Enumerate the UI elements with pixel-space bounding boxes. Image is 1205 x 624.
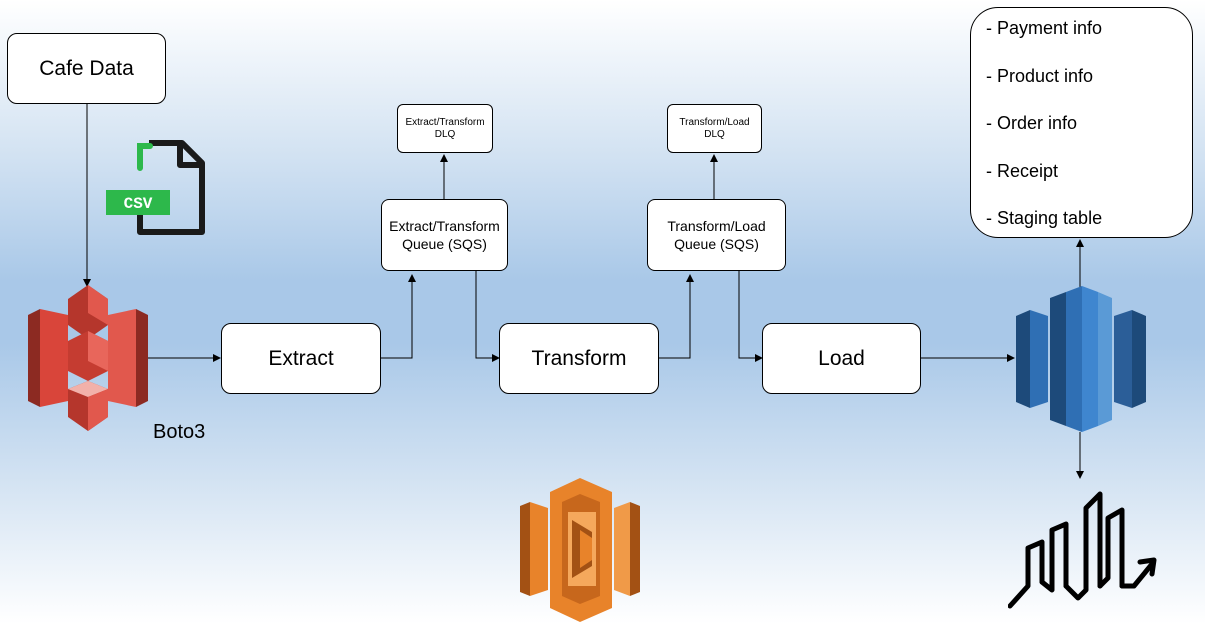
tables-list-box: - Payment info - Product info - Order in…: [970, 7, 1193, 238]
table-item-receipt: - Receipt: [986, 160, 1059, 181]
extract-transform-queue-box: Extract/Transform Queue (SQS): [381, 199, 508, 271]
extract-box: Extract: [221, 323, 381, 394]
aws-lambda-icon: [520, 478, 640, 622]
city-chart-icon: [1008, 491, 1157, 609]
table-item-product: - Product info: [986, 65, 1094, 86]
amazon-s3-icon: [28, 285, 148, 431]
transform-load-queue-box: Transform/Load Queue (SQS): [647, 199, 786, 271]
transform-load-dlq-box: Transform/Load DLQ: [667, 104, 762, 153]
amazon-redshift-icon: [1016, 286, 1146, 432]
csv-file-icon: CSV: [106, 140, 205, 235]
arrow-queue1-to-transform: [475, 271, 500, 362]
boto3-label: Boto3: [153, 421, 206, 443]
table-item-staging: - Staging table: [986, 208, 1103, 229]
extract-transform-dlq-box: Extract/Transform DLQ: [397, 104, 493, 153]
arrow-queue2-to-load: [738, 271, 763, 362]
cafe-data-box: Cafe Data: [7, 33, 166, 104]
table-item-order: - Order info: [986, 113, 1078, 134]
arrow-transform-to-queue2: [659, 274, 694, 359]
load-box: Load: [762, 323, 921, 394]
csv-badge-text: CSV: [124, 195, 153, 213]
transform-box: Transform: [499, 323, 659, 394]
arrow-extract-to-queue1: [381, 274, 416, 359]
table-item-payment: - Payment info: [986, 18, 1103, 38]
